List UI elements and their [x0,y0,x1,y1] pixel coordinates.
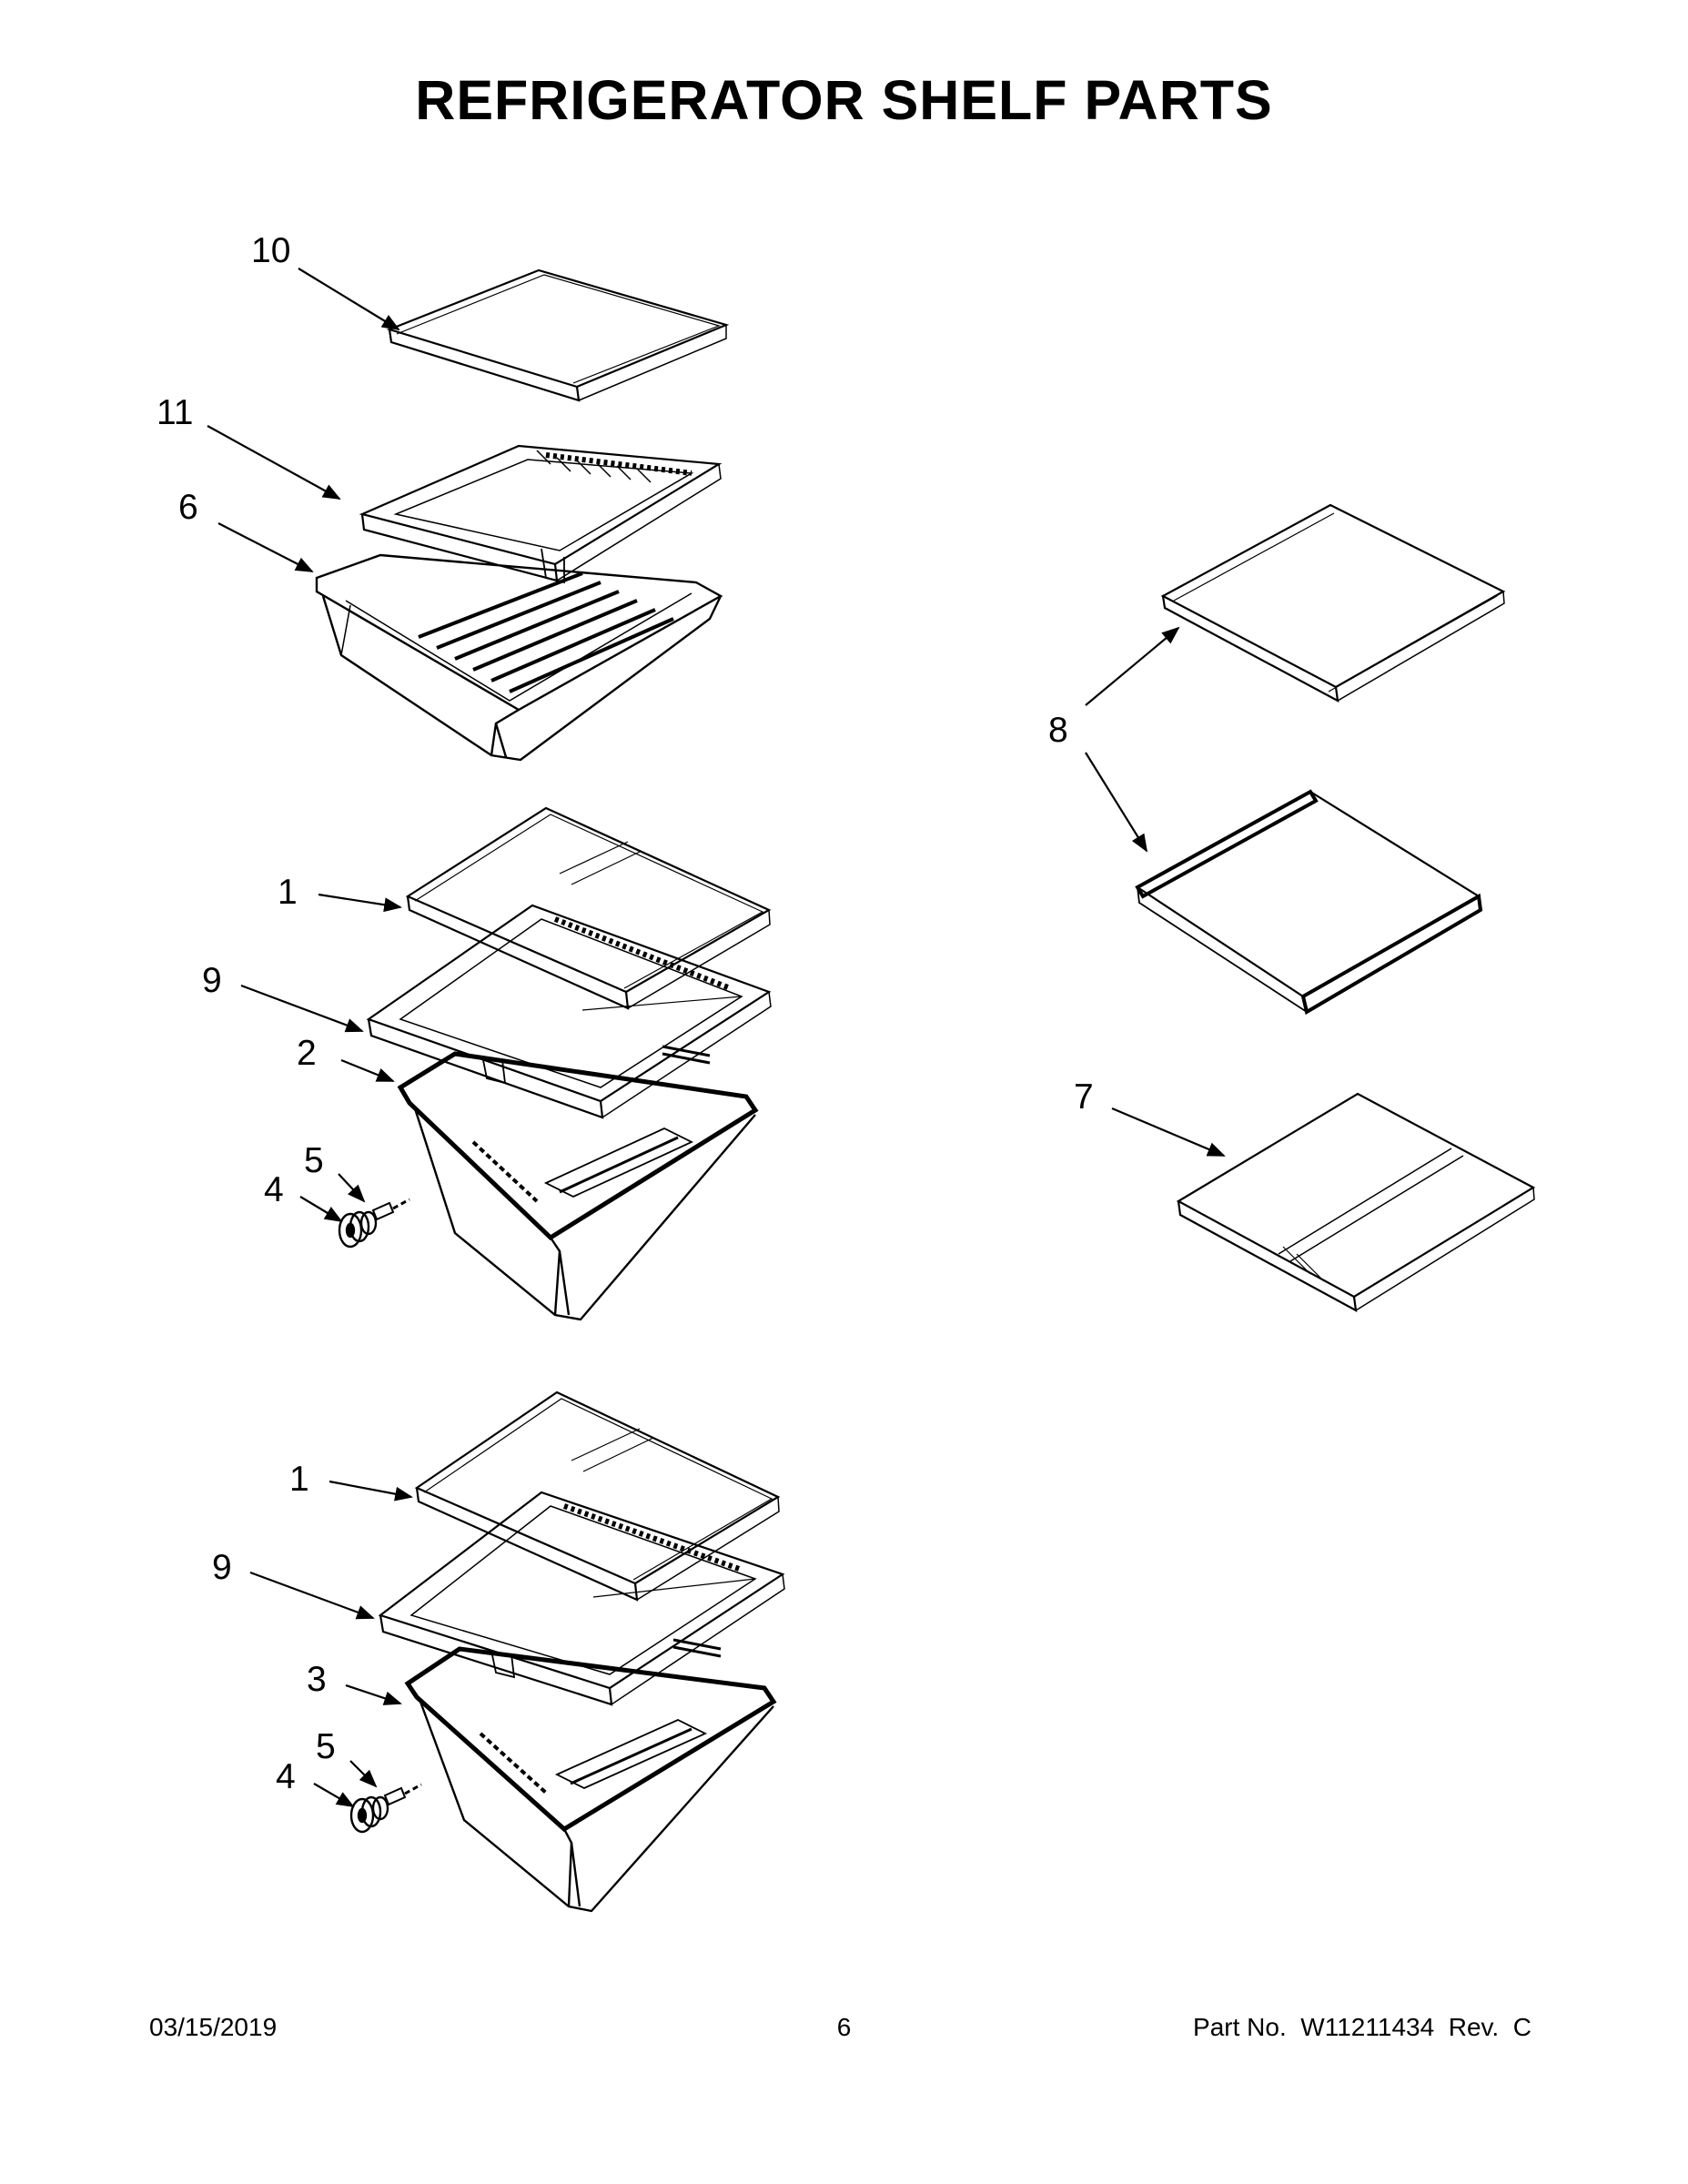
part-1-glass-shelf-lower [414,1390,781,1602]
part-9-crisper-cover-frame-lower [378,1491,785,1706]
leader-arrow-8-upper [1085,626,1180,706]
part-7-shelf-panel [1176,1092,1536,1313]
part-4-drawer-roller [338,1210,378,1249]
leader-arrow-1 [318,893,402,913]
leader-arrow-4-lower [313,1783,355,1807]
callout-9: 9 [202,961,222,1000]
part-3-crisper-drawer [404,1638,777,1913]
callout-9-lower: 9 [212,1548,232,1587]
part-9-crisper-cover-frame [366,904,772,1119]
part-8-glass-shelf-lower [1135,789,1483,1016]
leader-arrows [207,268,1226,1807]
footer-part-number: Part No. W11211434 Rev. C [1193,2013,1531,2041]
part-10-glass-cover [386,268,730,402]
callout-11: 11 [157,393,194,432]
part-5-roller-axle-lower [383,1783,422,1806]
leader-arrow-1-lower [329,1480,413,1502]
callout-4-lower: 4 [276,1757,296,1796]
callout-4: 4 [264,1170,284,1209]
callout-5: 5 [304,1141,324,1180]
callout-7: 7 [1074,1077,1094,1117]
leader-arrow-9 [240,984,364,1033]
leader-arrow-3 [345,1684,402,1705]
callout-10: 10 [251,231,290,270]
part-1-glass-shelf [405,806,772,1010]
part-6-crisper-drawer [315,548,723,762]
leader-arrow-4 [299,1196,343,1223]
page-title: REFRIGERATOR SHELF PARTS [415,69,1273,131]
leader-arrow-9-lower [249,1571,375,1620]
footer-page-number: 6 [836,2013,852,2041]
part-8-glass-shelf-upper [1160,503,1506,703]
callout-8: 8 [1048,711,1068,750]
part-4-drawer-roller-lower [349,1795,389,1834]
callout-5-lower: 5 [316,1727,336,1766]
callout-2: 2 [297,1034,317,1073]
leader-arrow-2 [340,1058,395,1083]
part-11-crisper-cover-frame [359,444,723,582]
leader-arrow-8-lower [1085,752,1148,853]
leader-arrow-7 [1111,1107,1226,1158]
leader-arrow-5-lower [349,1760,378,1788]
leader-arrow-11 [207,425,341,500]
leader-arrow-5 [338,1173,366,1203]
callout-1-lower: 1 [289,1460,309,1499]
callout-3: 3 [307,1660,327,1699]
callout-6: 6 [178,488,198,527]
callout-1: 1 [278,873,298,912]
leader-arrow-10 [298,268,400,331]
part-2-crisper-drawer [397,1045,759,1321]
leader-arrow-6 [217,522,314,572]
part-5-roller-axle [371,1198,410,1221]
footer-date: 03/15/2019 [149,2013,278,2041]
